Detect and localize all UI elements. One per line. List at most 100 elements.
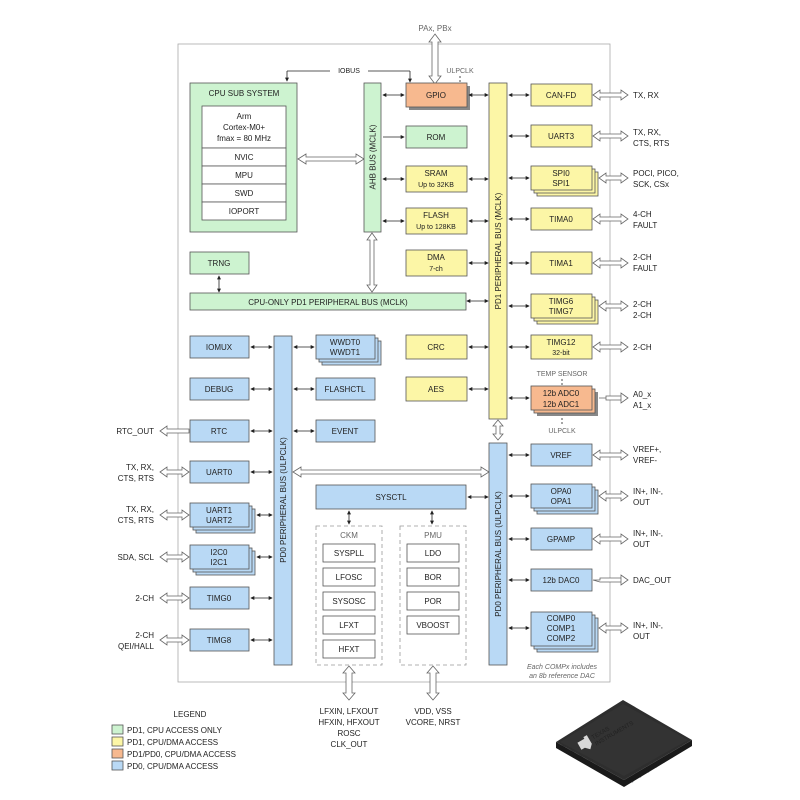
- cpu-nvic: NVIC: [234, 153, 253, 162]
- flash-block: [405, 207, 468, 235]
- tima1-block: [530, 251, 593, 275]
- uart12-block: UART1 UART2: [189, 502, 256, 534]
- top-io-arrow: [428, 33, 442, 85]
- sysctl-block: [315, 484, 467, 510]
- uart3-io-2: CTS, RTS: [633, 139, 669, 148]
- flash-sub: Up to 128KB: [416, 224, 456, 231]
- legend-label-1: PD1, CPU ACCESS ONLY: [127, 726, 223, 735]
- timg12-io: 2-CH: [633, 343, 652, 352]
- comp0-label: COMP0: [547, 614, 576, 623]
- uart0-io-1: TX, RX,: [126, 463, 154, 472]
- comp-note-line1: Each COMPx includes: [527, 664, 598, 671]
- tima1-io-2: FAULT: [633, 264, 657, 273]
- adc-io-1: A0_x: [633, 390, 651, 399]
- i2c-io: SDA, SCL: [118, 553, 155, 562]
- vref-label: VREF: [550, 451, 571, 460]
- legend-label-4: PD0, CPU/DMA ACCESS: [127, 762, 218, 771]
- crc-block: [405, 334, 468, 360]
- legend-title: LEGEND: [174, 710, 207, 719]
- cpu-only-pd1-bus: [189, 292, 467, 311]
- ulpclk-adc-label: ULPCLK: [548, 428, 576, 435]
- ahb-bus: [363, 82, 382, 233]
- timg12-block: [530, 334, 593, 360]
- pd0-bridge-arrow: [292, 466, 490, 478]
- legend-label-2: PD1, CPU/DMA ACCESS: [127, 738, 218, 747]
- aes-block: [405, 376, 468, 402]
- legend-label-3: PD1/PD0, CPU/DMA ACCESS: [127, 750, 236, 759]
- debug-block: [189, 377, 250, 401]
- vref-io-2: VREF-: [633, 456, 657, 465]
- canfd-block: [530, 83, 593, 107]
- uart0-block: [189, 460, 250, 484]
- i2c1-label: I2C1: [211, 558, 228, 567]
- gpamp-io-1: IN+, IN-,: [633, 529, 663, 538]
- cpu-ahb-arrow: [297, 153, 365, 165]
- ckm-io-3: ROSC: [337, 729, 360, 738]
- i2c-block: I2C0 I2C1: [189, 544, 256, 576]
- ahb-bus-label: AHB BUS (MCLK): [369, 124, 378, 189]
- timg8-io-1: 2-CH: [135, 631, 154, 640]
- cpu-ioport: IOPORT: [229, 207, 260, 216]
- sram-label: SRAM: [424, 169, 447, 178]
- ckm-lfosc-label: LFOSC: [336, 573, 363, 582]
- ckm-sysosc-label: SYSOSC: [332, 597, 366, 606]
- legend-swatch-2: [111, 736, 124, 747]
- event-block: [315, 419, 376, 443]
- pmu-por-label: POR: [424, 597, 442, 606]
- gpamp-block: [530, 527, 593, 551]
- uart0-label: UART0: [206, 468, 233, 477]
- flashctl-label: FLASHCTL: [325, 385, 366, 394]
- uart0-io-2: CTS, RTS: [118, 474, 154, 483]
- dac-io: DAC_OUT: [633, 576, 671, 585]
- timg67-io-2: 2-CH: [633, 311, 652, 320]
- pd0-left-bus: [273, 335, 293, 666]
- timg12-sub: 32-bit: [552, 350, 570, 357]
- uart3-block: [530, 124, 593, 148]
- cpu-only-bus-label: CPU-ONLY PD1 PERIPHERAL BUS (MCLK): [248, 298, 408, 307]
- opa1-label: OPA1: [551, 497, 572, 506]
- pmu-io-1: VDD, VSS: [414, 707, 451, 716]
- flash-label: FLASH: [423, 211, 449, 220]
- timg8-io-2: QEI/HALL: [118, 642, 155, 651]
- canfd-io: TX, RX: [633, 91, 659, 100]
- gpio-label: GPIO: [426, 91, 446, 100]
- dac0-block: [530, 568, 593, 592]
- spi-io-1: POCI, PICO,: [633, 169, 679, 178]
- dma-sub: 7-ch: [429, 266, 443, 273]
- cpu-title: CPU SUB SYSTEM: [209, 89, 280, 98]
- spi-io-2: SCK, CSx: [633, 180, 669, 189]
- sysctl-label: SYSCTL: [375, 493, 407, 502]
- iomux-label: IOMUX: [206, 343, 233, 352]
- tima0-io-2: FAULT: [633, 221, 657, 230]
- adc-block: 12b ADC0 12b ADC1: [530, 385, 598, 416]
- left-io-arrows: [159, 425, 190, 646]
- vref-block: [530, 443, 593, 467]
- ckm-lfosc: [322, 567, 376, 587]
- tima0-block: [530, 207, 593, 231]
- cpu-core-line3: fmax = 80 MHz: [217, 134, 271, 143]
- pd0-right-bus: [488, 442, 508, 666]
- timg0-block: [189, 586, 250, 610]
- ckm-syspll: [322, 543, 376, 563]
- right-io-labels: TX, RX TX, RX, CTS, RTS POCI, PICO, SCK,…: [633, 91, 679, 641]
- ckm-group: [315, 525, 383, 666]
- timg8-block: [189, 628, 250, 652]
- comp-io-2: OUT: [633, 632, 650, 641]
- spi0-label: SPI0: [552, 169, 570, 178]
- vref-io-1: VREF+,: [633, 445, 661, 454]
- ckm-title: CKM: [340, 531, 358, 540]
- ckm-io-2: HFXIN, HFXOUT: [318, 718, 379, 727]
- ckm-io-4: CLK_OUT: [331, 740, 368, 749]
- timg67-io-1: 2-CH: [633, 300, 652, 309]
- opa-io-2: OUT: [633, 498, 650, 507]
- opa-io-1: IN+, IN-,: [633, 487, 663, 496]
- rtc-io: RTC_OUT: [116, 427, 154, 436]
- dma-label: DMA: [427, 253, 445, 262]
- timg0-label: TIMG0: [207, 594, 232, 603]
- pd1-pd0-arrow: [492, 419, 504, 441]
- ckm-lfxt-label: LFXT: [339, 621, 359, 630]
- legend: LEGEND PD1, CPU ACCESS ONLY PD1, CPU/DMA…: [111, 710, 236, 771]
- cpu-subsystem: CPU SUB SYSTEM Arm Cortex-M0+ fmax = 80 …: [189, 82, 298, 233]
- iomux-block: [189, 335, 250, 359]
- event-label: EVENT: [332, 427, 359, 436]
